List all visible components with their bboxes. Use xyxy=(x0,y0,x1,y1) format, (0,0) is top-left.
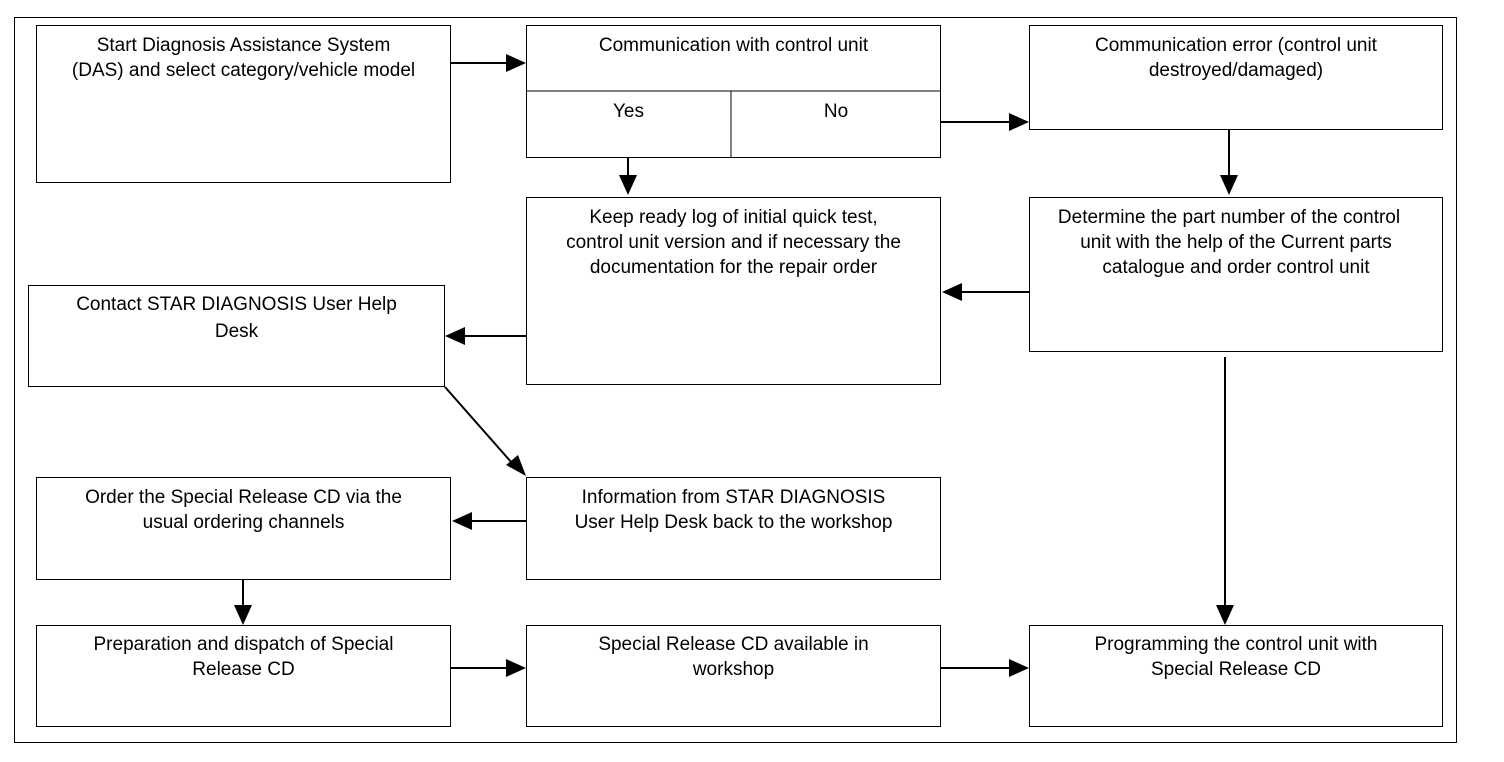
box-keep-log xyxy=(526,197,941,385)
box-programming xyxy=(1029,625,1443,727)
box-cd-available xyxy=(526,625,941,727)
prepare-dispatch-line2: Release CD xyxy=(192,659,295,680)
start-das-line2: (DAS) and select category/vehicle model xyxy=(71,60,416,81)
determine-part-line2: unit with the help of the Current parts xyxy=(1080,232,1392,253)
programming-line2: Special Release CD xyxy=(1150,659,1322,680)
answer-yes: Yes xyxy=(613,101,644,122)
box-communication-error xyxy=(1029,25,1443,130)
info-help-desk-line2: User Help Desk back to the workshop xyxy=(574,512,893,533)
box-contact-help-desk xyxy=(28,285,445,387)
communication-title: Communication with control unit xyxy=(598,35,869,56)
box-prepare-dispatch xyxy=(36,625,451,727)
keep-log-line3: documentation for the repair order xyxy=(589,257,878,278)
info-help-desk-line1: Information from STAR DIAGNOSIS xyxy=(581,487,886,508)
programming-line1: Programming the control unit with xyxy=(1094,634,1378,655)
box-start-das xyxy=(36,25,451,183)
answer-no: No xyxy=(823,101,849,122)
comm-error-line2: destroyed/damaged) xyxy=(1148,60,1324,81)
order-cd-line2: usual ordering channels xyxy=(142,512,345,533)
contact-help-desk-line2: Desk xyxy=(214,321,259,342)
diagram-frame xyxy=(14,17,1457,743)
contact-help-desk-line1: Contact STAR DIAGNOSIS User Help xyxy=(76,294,397,315)
start-das-line1: Start Diagnosis Assistance System xyxy=(96,35,391,56)
cd-available-line1: Special Release CD available in xyxy=(598,634,869,655)
order-cd-line1: Order the Special Release CD via the xyxy=(85,487,402,508)
box-determine-part xyxy=(1029,197,1443,352)
prepare-dispatch-line1: Preparation and dispatch of Special xyxy=(93,634,394,655)
box-communication-control-unit xyxy=(526,25,941,158)
determine-part-line1: Determine the part number of the control xyxy=(1057,207,1401,228)
cd-available-line2: workshop xyxy=(692,659,775,680)
comm-error-line1: Communication error (control unit xyxy=(1095,35,1377,56)
keep-log-line2: control unit version and if necessary th… xyxy=(566,232,901,253)
box-info-help-desk xyxy=(526,477,941,580)
determine-part-line3: catalogue and order control unit xyxy=(1102,257,1370,278)
keep-log-line1: Keep ready log of initial quick test, xyxy=(589,207,878,228)
box-order-cd xyxy=(36,477,451,580)
